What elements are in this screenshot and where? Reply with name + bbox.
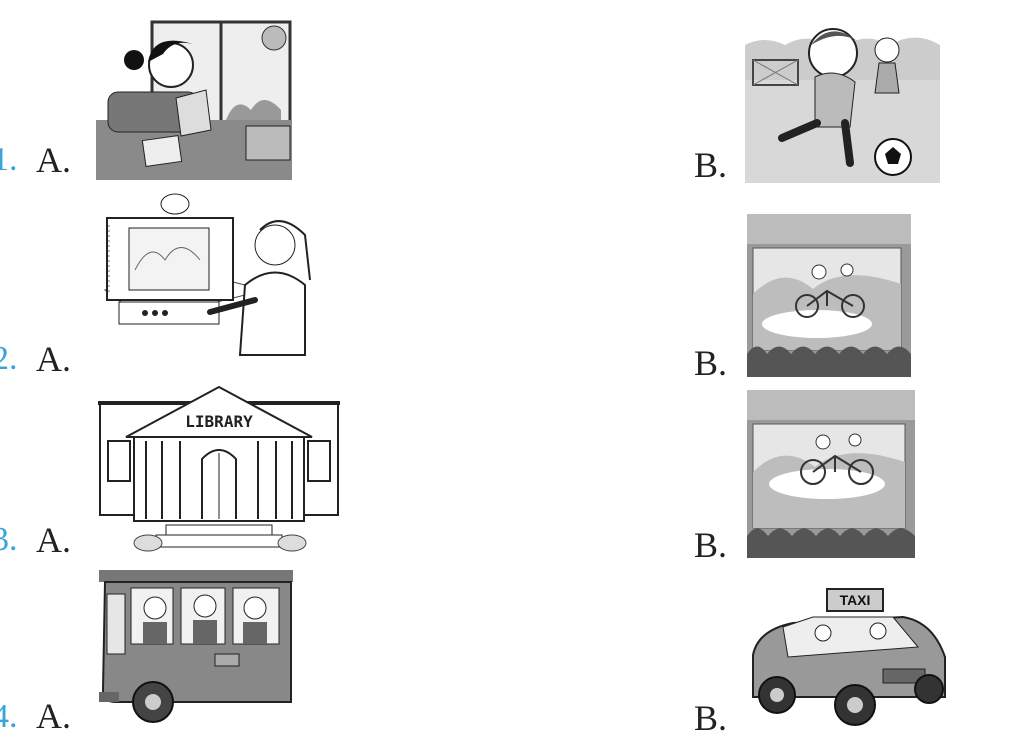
taxi-sign: TAXI xyxy=(840,592,871,608)
question-number-1: 1. xyxy=(0,141,18,178)
question-number-4: 4. xyxy=(0,698,18,735)
option-a-label-4: A. xyxy=(36,696,71,736)
girl-reading-image[interactable] xyxy=(96,20,292,180)
library-building-image[interactable]: LIBRARY xyxy=(96,383,342,555)
watching-tv-image[interactable] xyxy=(95,190,327,370)
cinema-audience-image-2[interactable] xyxy=(747,390,915,558)
option-b-label-1: B. xyxy=(694,145,728,185)
option-a-label-1: A. xyxy=(36,140,71,180)
taxi-image[interactable]: TAXI xyxy=(743,585,953,730)
library-sign: LIBRARY xyxy=(185,412,253,431)
option-a-label-3: A. xyxy=(36,520,71,560)
option-b-label-2: B. xyxy=(694,343,728,383)
cinema-audience-image-1[interactable] xyxy=(747,214,911,377)
boys-football-image[interactable] xyxy=(745,15,940,183)
option-b-label-3: B. xyxy=(694,525,728,565)
question-number-2: 2. xyxy=(0,340,18,377)
question-number-3: 3. xyxy=(0,521,18,558)
bus-image[interactable] xyxy=(95,566,295,728)
option-a-label-2: A. xyxy=(36,339,71,379)
option-b-label-4: B. xyxy=(694,698,728,738)
